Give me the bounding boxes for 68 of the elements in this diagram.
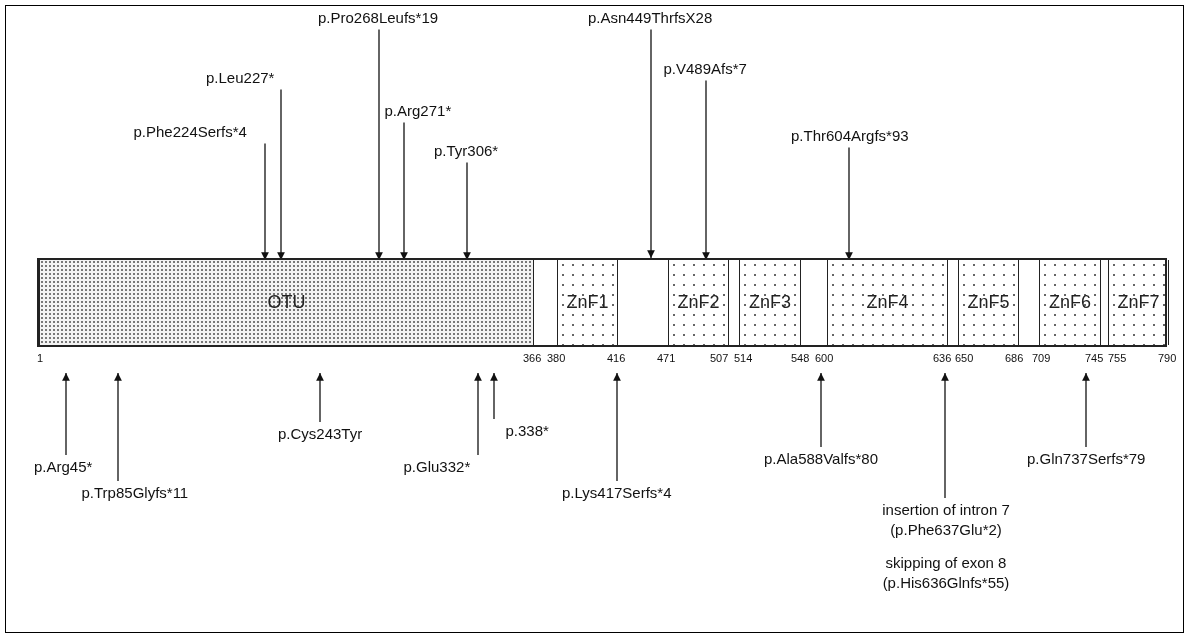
position-number: 471 xyxy=(657,352,676,364)
domain-box xyxy=(668,260,729,345)
domain-label: OTU xyxy=(267,292,306,313)
mutation-label: p.V489Afs*7 xyxy=(663,59,747,79)
domain-label: ZnF3 xyxy=(749,292,791,313)
arrow xyxy=(474,372,482,456)
domain-box xyxy=(1108,260,1169,345)
mutation-label: p.Arg45* xyxy=(34,457,93,477)
mutation-label: p.Cys243Tyr xyxy=(278,424,363,444)
domain-label: ZnF7 xyxy=(1117,292,1160,313)
position-number: 366 xyxy=(523,352,542,364)
mutation-label: p.Ala588Valfs*80 xyxy=(764,449,878,469)
arrow xyxy=(702,79,710,261)
mutation-label: insertion of intron 7 (p.Phe637Glu*2) xyxy=(881,500,1011,539)
mutation-label: p.Phe224Serfs*4 xyxy=(133,122,247,142)
position-number: 507 xyxy=(710,352,729,364)
mutation-label: p.Asn449ThrfsX28 xyxy=(588,8,713,28)
position-number: 650 xyxy=(955,352,974,364)
position-number: 636 xyxy=(933,352,952,364)
mutation-label: p.Gln737Serfs*79 xyxy=(1027,449,1146,469)
arrow xyxy=(1082,372,1090,448)
arrow xyxy=(817,372,825,448)
domain-label: ZnF5 xyxy=(967,292,1010,313)
position-number: 790 xyxy=(1158,352,1177,364)
mutation-label: p.Glu332* xyxy=(403,457,471,477)
arrow xyxy=(261,142,269,261)
arrow xyxy=(400,121,408,261)
position-number: 380 xyxy=(547,352,566,364)
domain-box xyxy=(39,260,534,345)
position-number: 548 xyxy=(791,352,810,364)
arrow xyxy=(845,146,853,261)
arrow xyxy=(316,372,324,423)
domain-label: ZnF4 xyxy=(866,292,909,313)
arrow xyxy=(490,372,498,420)
arrow xyxy=(647,28,655,259)
domain-label: ZnF2 xyxy=(677,292,720,313)
domain-box xyxy=(557,260,618,345)
mutation-label: p.Tyr306* xyxy=(434,141,499,161)
domain-label: ZnF6 xyxy=(1049,292,1091,313)
position-number: 416 xyxy=(607,352,626,364)
mutation-label: p.338* xyxy=(505,421,549,441)
arrow xyxy=(613,372,621,482)
domain-box xyxy=(827,260,948,345)
protein-bar xyxy=(37,258,1167,347)
arrow xyxy=(114,372,122,482)
position-number: 745 xyxy=(1085,352,1104,364)
domain-box xyxy=(739,260,801,345)
arrow xyxy=(463,161,471,261)
mutation-label: p.Lys417Serfs*4 xyxy=(562,483,672,503)
domain-label: ZnF1 xyxy=(566,292,609,313)
mutation-label: p.Leu227* xyxy=(206,68,275,88)
position-number: 600 xyxy=(815,352,834,364)
domain-box xyxy=(1039,260,1101,345)
arrow xyxy=(375,28,383,261)
mutation-label: skipping of exon 8 (p.His636Glnfs*55) xyxy=(881,553,1011,592)
domain-box xyxy=(958,260,1019,345)
position-number: 755 xyxy=(1108,352,1127,364)
arrow xyxy=(941,372,949,499)
mutation-label: p.Thr604Argfs*93 xyxy=(791,126,909,146)
mutation-label: p.Trp85Glyfs*11 xyxy=(81,483,189,503)
mutation-label: p.Arg271* xyxy=(384,101,452,121)
position-number: 686 xyxy=(1005,352,1024,364)
arrow xyxy=(62,372,70,456)
position-number: 514 xyxy=(734,352,753,364)
mutation-label: p.Pro268Leufs*19 xyxy=(318,8,439,28)
arrow xyxy=(277,88,285,261)
position-number: 709 xyxy=(1032,352,1051,364)
position-number: 1 xyxy=(37,352,44,364)
